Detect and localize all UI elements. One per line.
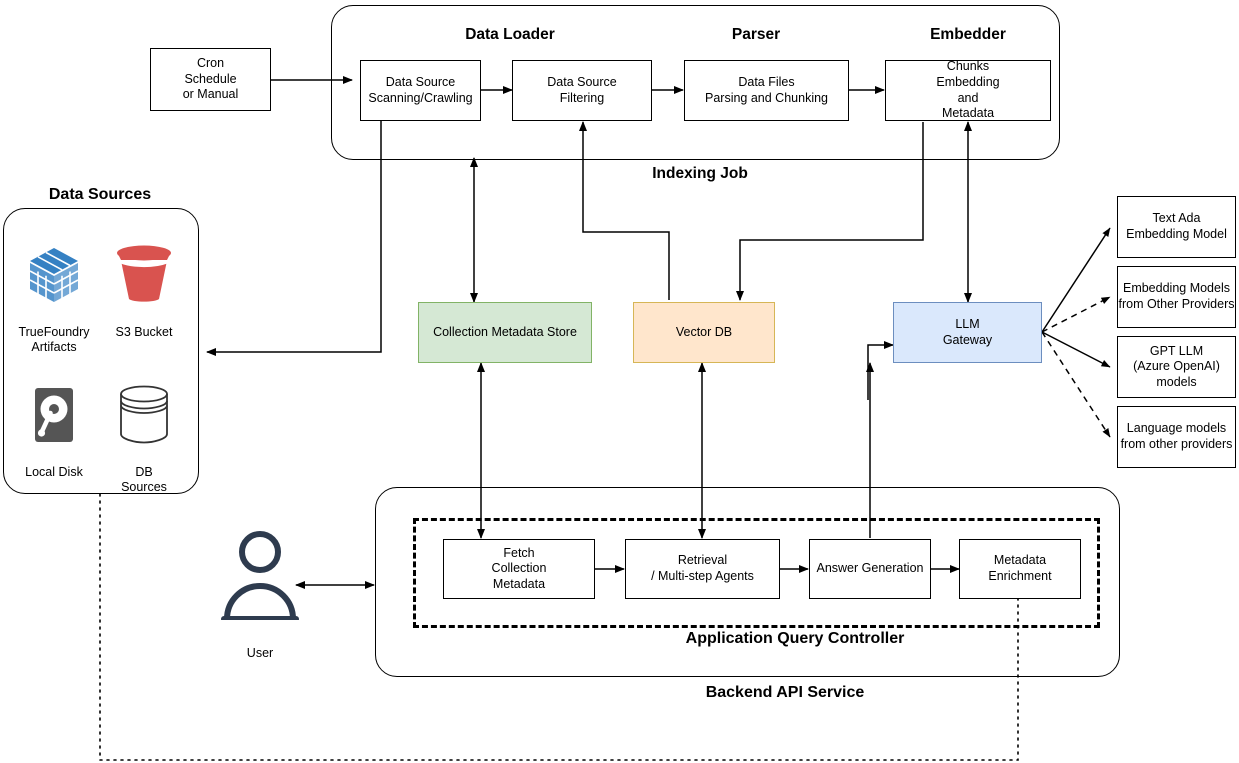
data-loader-title: Data Loader [465,26,555,43]
truefoundry-cube-icon [8,240,100,306]
application-query-controller-title: Application Query Controller [685,630,905,647]
backend-api-service-container [375,487,1120,677]
node-collection-metadata-store[interactable]: Collection Metadata Store [418,302,592,363]
data-source-db-sources[interactable]: DB Sources [98,365,190,495]
data-source-s3-bucket[interactable]: S3 Bucket [98,225,190,340]
application-query-controller-container [413,518,1100,628]
local-disk-icon [8,380,100,446]
indexing-job-container [331,5,1060,160]
node-chunks-embedding[interactable]: Chunks Embedding and Metadata [885,59,1051,121]
data-source-truefoundry-artifacts[interactable]: TrueFoundry Artifacts [8,225,100,355]
data-source-label: TrueFoundry Artifacts [18,325,90,354]
s3-bucket-icon [98,240,190,306]
data-sources-title: Data Sources [48,186,152,203]
node-retrieval-multistep-agents[interactable]: Retrieval / Multi-step Agents [625,539,780,599]
data-sources-container [3,208,199,494]
node-answer-generation[interactable]: Answer Generation [809,539,931,599]
edge-gateway-to-text-ada [1041,227,1111,333]
node-fetch-collection-metadata[interactable]: Fetch Collection Metadata [443,539,595,599]
edge-gateway-to-gpt-llm [1041,331,1111,368]
node-language-models-other-providers[interactable]: Language models from other providers [1117,406,1236,468]
edge-answer-generation-to-llmgateway [867,341,894,400]
node-data-files-parsing[interactable]: Data Files Parsing and Chunking [684,60,849,121]
edge-gateway-to-embedding-other [1041,296,1111,333]
data-source-label: DB Sources [121,465,167,494]
indexing-job-title: Indexing Job [652,165,748,182]
node-gpt-llm-azure-openai[interactable]: GPT LLM (Azure OpenAI) models [1117,336,1236,398]
backend-api-service-title: Backend API Service [705,684,865,701]
edge-gateway-to-language-other [1041,331,1111,438]
embedder-title: Embedder [930,26,1006,43]
node-vector-db[interactable]: Vector DB [633,302,775,363]
user-label: User [246,646,274,660]
node-data-source-filtering[interactable]: Data Source Filtering [512,60,652,121]
data-source-label: Local Disk [25,465,83,479]
data-source-local-disk[interactable]: Local Disk [8,365,100,480]
user-actor[interactable] [220,530,300,625]
parser-title: Parser [731,26,781,43]
user-icon [221,531,299,622]
node-data-source-scanning[interactable]: Data Source Scanning/Crawling [360,60,481,121]
node-metadata-enrichment[interactable]: Metadata Enrichment [959,539,1081,599]
node-text-ada-embedding-model[interactable]: Text Ada Embedding Model [1117,196,1236,258]
database-cylinder-icon [98,380,190,446]
data-source-label: S3 Bucket [115,325,173,339]
node-cron-schedule[interactable]: Cron Schedule or Manual [150,48,271,111]
node-llm-gateway[interactable]: LLM Gateway [893,302,1042,363]
node-embedding-models-other-providers[interactable]: Embedding Models from Other Providers [1117,266,1236,328]
